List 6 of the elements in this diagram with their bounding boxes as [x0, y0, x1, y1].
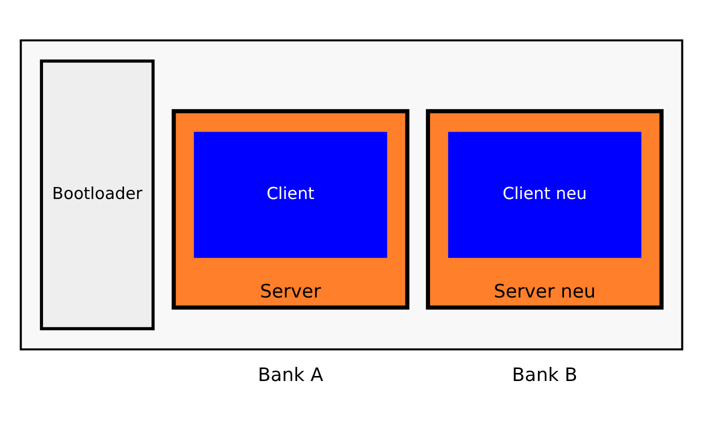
node-label: Bank B [512, 364, 578, 386]
node-box: Client [194, 131, 388, 258]
node-box: Bootloader [40, 59, 155, 330]
node-label: Bank A [258, 364, 324, 386]
node-box: Client neu [448, 131, 642, 258]
cluster [20, 38, 684, 350]
